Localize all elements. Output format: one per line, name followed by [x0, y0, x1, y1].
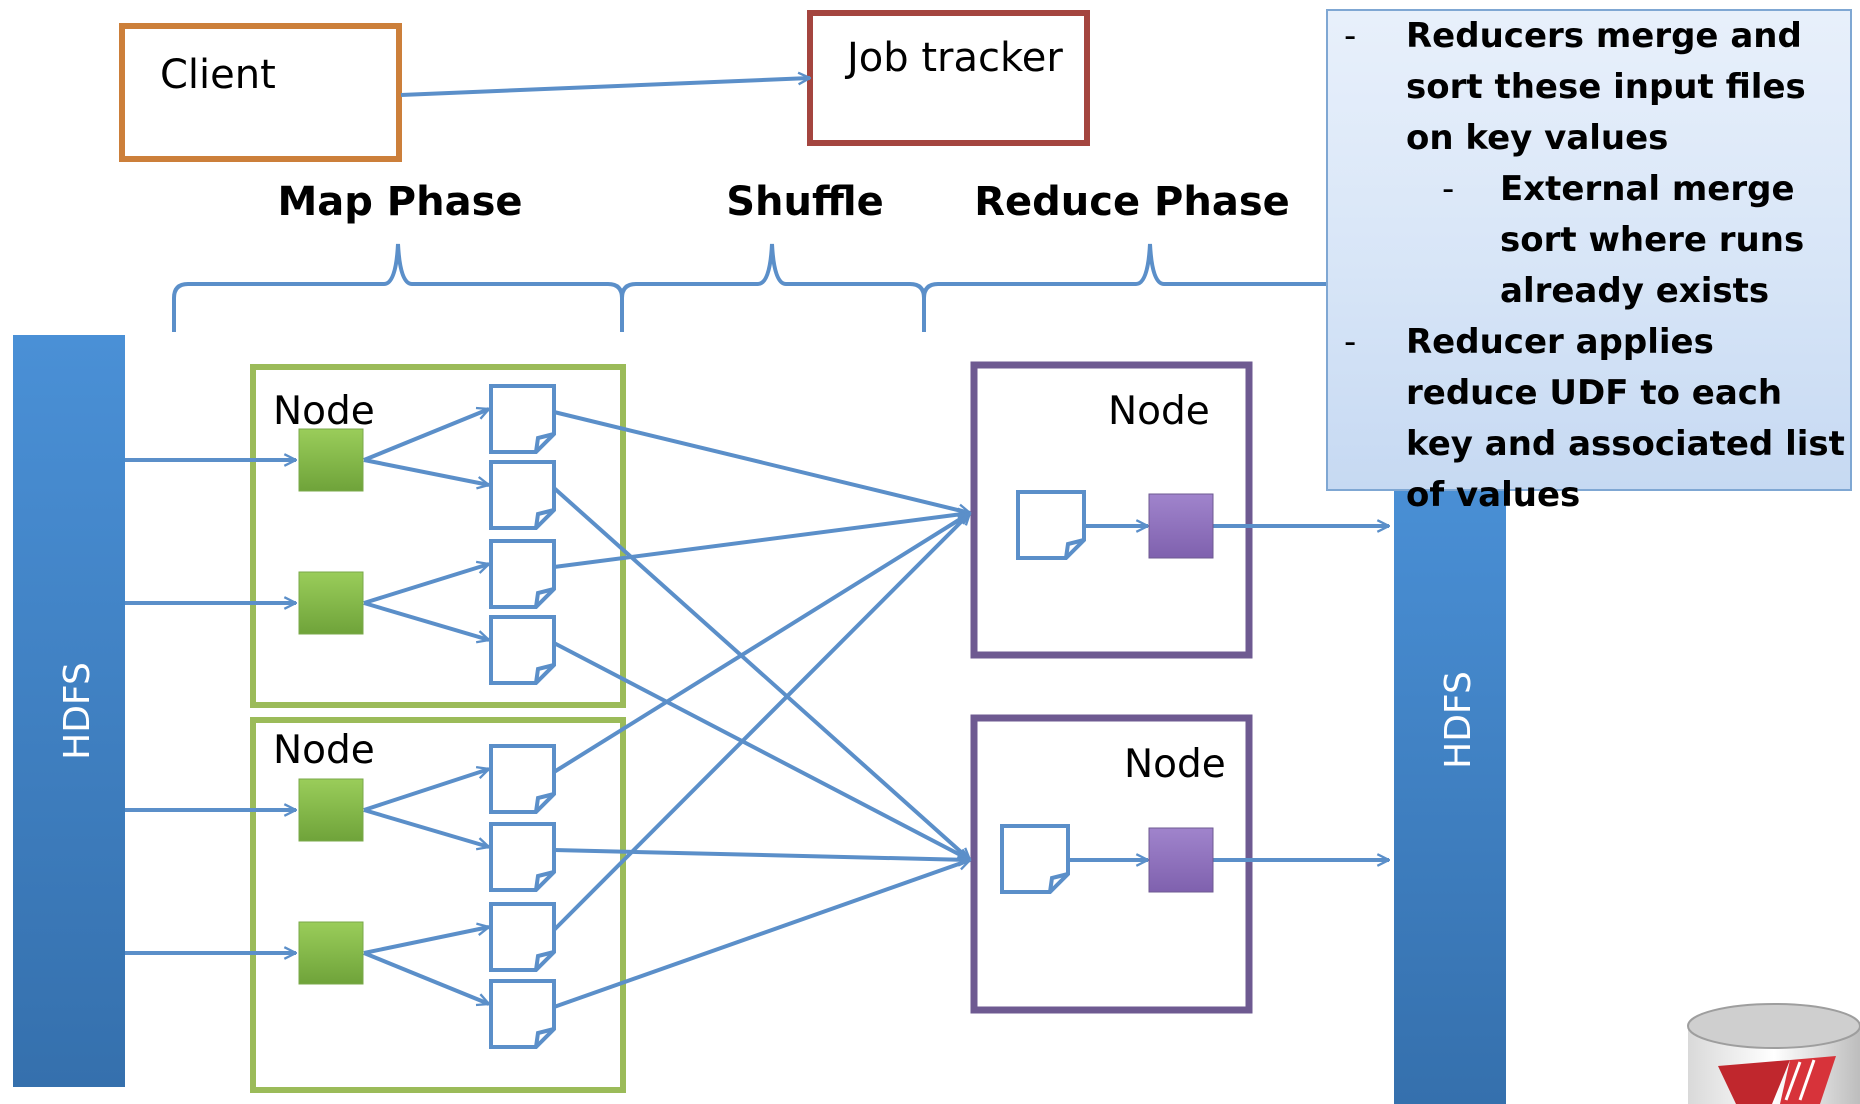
map-node-2: Node [250, 717, 626, 1093]
shuffle-arrow [552, 511, 970, 774]
map-task [298, 921, 364, 985]
map-task [298, 778, 364, 842]
database-logo-icon [1687, 1003, 1860, 1104]
shuffle-brace [620, 243, 926, 332]
hdfs-input-label: HDFS [57, 662, 98, 760]
shuffle-arrow [552, 486, 970, 860]
reduce-node-2-label: Node [1124, 742, 1226, 787]
data-flow-arrows [125, 409, 1389, 1009]
client: Client [119, 23, 402, 162]
reduce-task [1148, 827, 1214, 893]
reduce-brace [922, 243, 1330, 332]
map-output-file-icon [489, 539, 556, 609]
map-task [298, 571, 364, 635]
map-output-file-icon [489, 744, 556, 814]
map-output-files [489, 384, 556, 1049]
client-label: Client [160, 52, 276, 98]
map-tasks [298, 428, 364, 985]
map-output-file-icon [489, 460, 556, 530]
map-to-file-arrow [363, 564, 489, 605]
shuffle-arrow [552, 513, 970, 932]
phase-braces [172, 243, 1330, 332]
shuffle-arrow [553, 848, 970, 860]
map-to-file-arrow [363, 808, 489, 847]
notes-list: Reducers merge and sort these input file… [1328, 11, 1850, 521]
client-to-jobtracker-arrow [400, 78, 810, 97]
note-item: Reducers merge and sort these input file… [1328, 11, 1850, 164]
shuffle-arrow [553, 641, 970, 862]
shuffle-arrow [553, 513, 970, 569]
hdfs-output-label: HDFS [1438, 671, 1479, 769]
map-node-1: Node [250, 364, 626, 708]
reduce-node-1-label: Node [1108, 389, 1210, 434]
job-tracker-label: Job tracker [844, 35, 1063, 81]
map-to-file-arrow [363, 951, 489, 1004]
reduce-task [1148, 493, 1214, 559]
map-task [298, 428, 364, 492]
map-node-1-label: Node [273, 389, 375, 434]
map-output-file-icon [489, 384, 556, 454]
map-output-file-icon [489, 615, 556, 685]
reduce-input-file-icon [1016, 490, 1086, 560]
map-to-file-arrow [363, 409, 489, 462]
job-tracker: Job tracker [807, 10, 1090, 146]
map-output-file-icon [489, 979, 556, 1049]
map-brace [172, 243, 624, 332]
map-node-2-label: Node [273, 728, 375, 773]
reduce-input-files [1000, 490, 1086, 894]
map-phase-label: Map Phase [277, 179, 522, 225]
shuffle-label: Shuffle [726, 179, 884, 225]
hdfs-output: HDFS [1394, 470, 1506, 1104]
note-item: Reducer applies reduce UDF to each key a… [1328, 317, 1850, 521]
reduce-phase-label: Reduce Phase [974, 179, 1290, 225]
hdfs-input: HDFS [13, 335, 125, 1087]
shuffle-arrow [553, 410, 970, 513]
map-to-file-arrow [363, 601, 489, 640]
reduce-tasks [1148, 493, 1214, 893]
map-output-file-icon [489, 902, 556, 972]
map-to-file-arrow [363, 769, 489, 812]
shuffle-arrow [553, 860, 970, 1009]
notes-callout: Reducers merge and sort these input file… [1326, 9, 1852, 515]
map-output-file-icon [489, 822, 556, 892]
note-subitem: External merge sort where runs already e… [1328, 164, 1850, 317]
map-to-file-arrow [363, 458, 489, 485]
reduce-input-file-icon [1000, 824, 1070, 894]
map-to-file-arrow [363, 927, 489, 955]
